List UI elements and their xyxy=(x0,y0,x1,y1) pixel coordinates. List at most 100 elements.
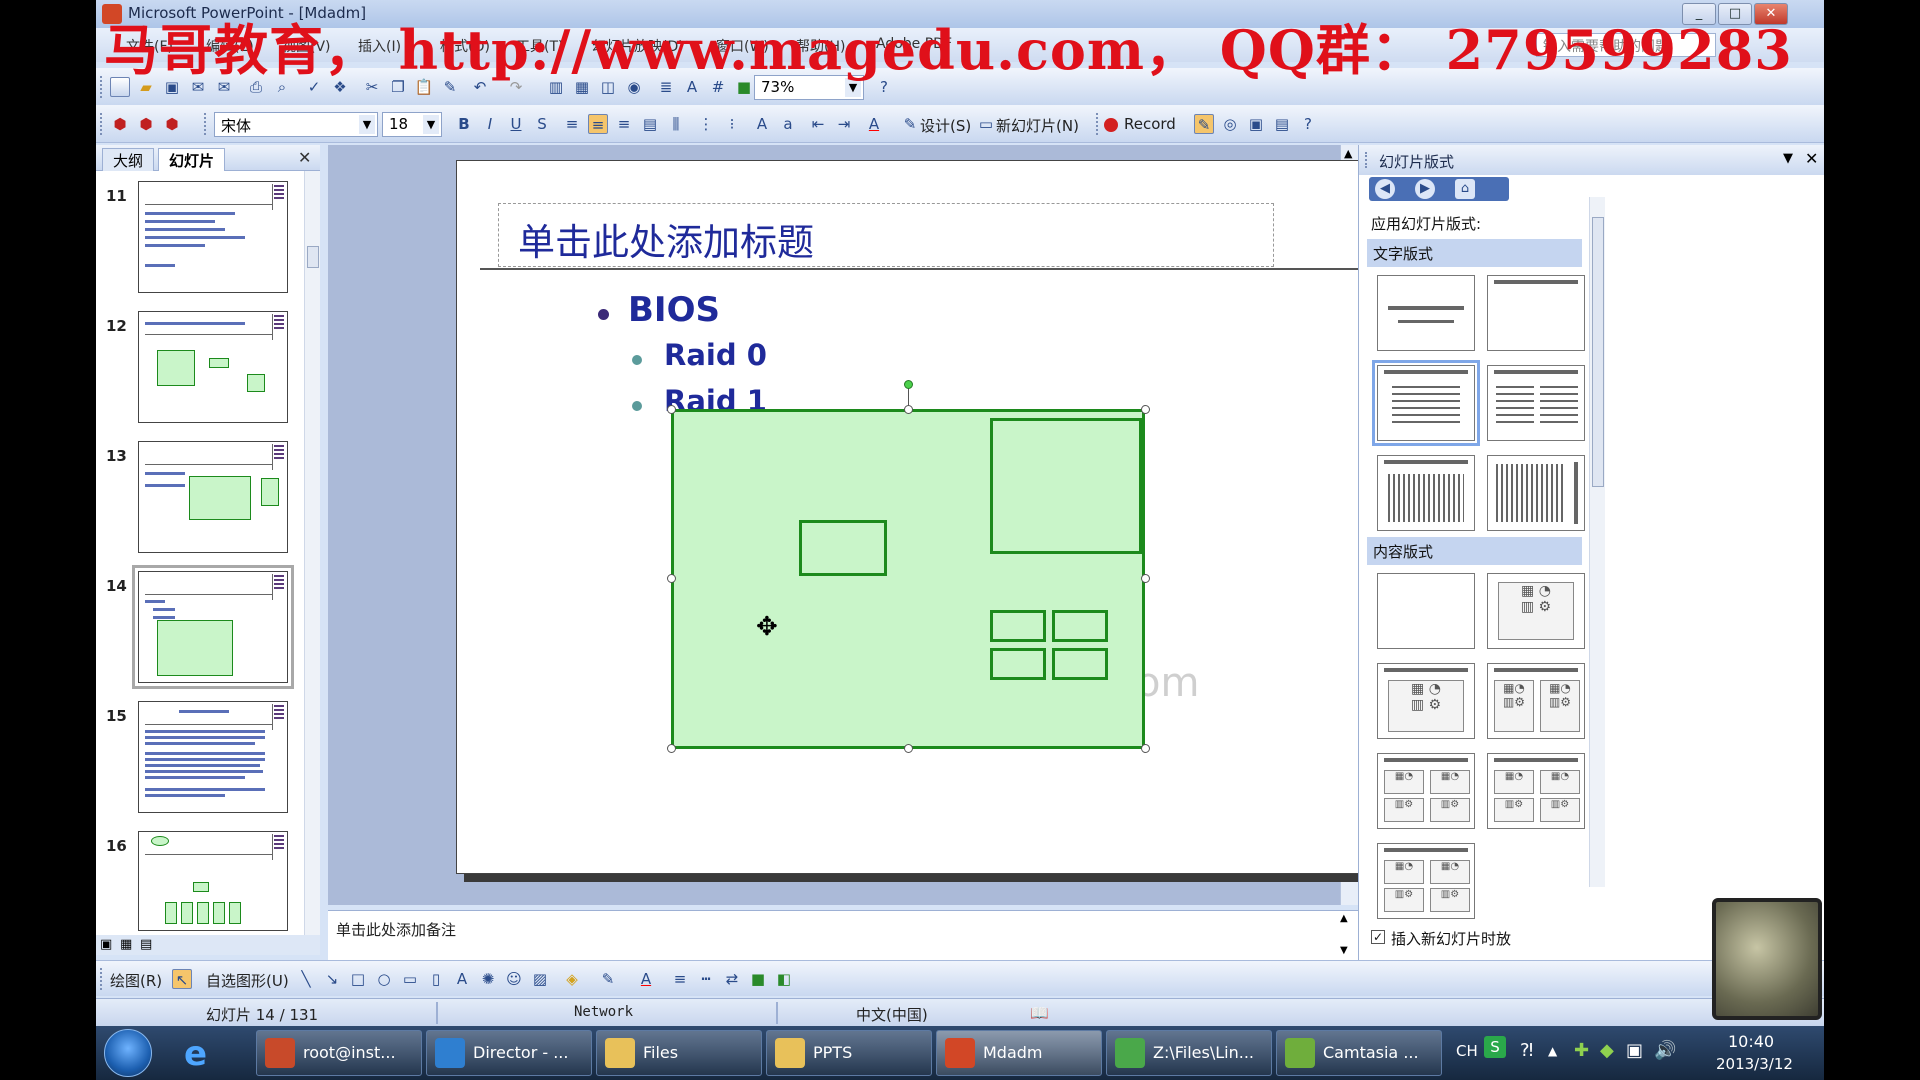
show-hidden-icons-icon[interactable]: ▲ xyxy=(1548,1044,1558,1058)
slide-thumbnail-14[interactable] xyxy=(132,565,294,689)
scrollbar-thumb[interactable] xyxy=(307,246,319,268)
slide-thumbnail-12[interactable] xyxy=(138,311,288,423)
layout-vertical-title-text[interactable] xyxy=(1487,455,1585,531)
save-icon[interactable]: ▣ xyxy=(164,78,180,96)
plus-tray-icon[interactable]: ✚ xyxy=(1574,1040,1590,1061)
slide-thumbnail-11[interactable] xyxy=(138,181,288,293)
open-icon[interactable]: ▰ xyxy=(140,78,152,96)
tab-slides[interactable]: 幻灯片 xyxy=(158,148,226,171)
help-search-input[interactable]: 键入需要帮助的问题 xyxy=(1536,33,1716,57)
taskbar-item-camtasia[interactable]: Camtasia ... xyxy=(1276,1030,1442,1076)
font-color-icon[interactable]: A xyxy=(640,970,652,988)
minimize-button[interactable]: _ xyxy=(1682,3,1716,25)
taskbar-item-director[interactable]: Director - ... xyxy=(426,1030,592,1076)
justify-icon[interactable]: ▤ xyxy=(642,115,658,133)
align-center-icon[interactable]: ≡ xyxy=(588,114,608,134)
slide-thumbnail-15[interactable] xyxy=(138,701,288,813)
layout-title-and-text[interactable] xyxy=(1372,360,1480,446)
taskbar-item-editor[interactable]: Z:\Files\Lin... xyxy=(1106,1030,1272,1076)
research-icon[interactable]: ❖ xyxy=(333,78,347,96)
redo-icon[interactable]: ↷ xyxy=(509,78,523,96)
line-icon[interactable]: ╲ xyxy=(301,970,311,988)
design-button[interactable]: 设计(S) xyxy=(920,117,972,135)
chip-slot-2[interactable] xyxy=(1052,610,1108,642)
menu-window[interactable]: 窗口(W) xyxy=(716,39,769,55)
shadow-icon[interactable]: S xyxy=(537,115,547,133)
taskbar-item-mdadm[interactable]: Mdadm xyxy=(936,1030,1102,1076)
resize-handle[interactable] xyxy=(667,405,676,414)
back-icon[interactable]: ◀ xyxy=(1375,179,1395,199)
ime-icon[interactable]: S xyxy=(1484,1036,1506,1058)
checkbox-checked-icon[interactable]: ✓ xyxy=(1371,930,1385,944)
camtasia-settings-icon[interactable]: ▤ xyxy=(1274,115,1290,133)
menu-edit[interactable]: 编辑(E) xyxy=(206,39,254,55)
resize-handle[interactable] xyxy=(904,744,913,753)
menu-tools[interactable]: 工具(T) xyxy=(516,39,564,55)
design-icon[interactable]: ✎ xyxy=(903,115,917,133)
chip-bios[interactable] xyxy=(799,520,887,576)
show-formatting-icon[interactable]: A xyxy=(686,78,698,96)
resize-handle[interactable] xyxy=(1141,744,1150,753)
cut-icon[interactable]: ✂ xyxy=(365,78,379,96)
menu-file[interactable]: 文件(F) xyxy=(126,39,173,55)
resize-handle[interactable] xyxy=(1141,574,1150,583)
taskbar-item-files[interactable]: Files xyxy=(596,1030,762,1076)
close-icon[interactable]: ✕ xyxy=(1805,149,1819,168)
slide-title[interactable]: 单击此处添加标题 xyxy=(518,221,814,264)
pdf-review-icon[interactable]: ⬢ xyxy=(165,115,179,133)
underline-icon[interactable]: U xyxy=(510,115,522,133)
font-size-select[interactable]: 18 ▼ xyxy=(382,112,442,137)
tab-outline[interactable]: 大纲 xyxy=(102,148,155,171)
resize-handle[interactable] xyxy=(667,574,676,583)
spelling-status-icon[interactable]: 📖 xyxy=(1030,1004,1049,1022)
zoom-select[interactable]: 73% ▼ xyxy=(754,75,864,100)
slideshow-icon[interactable]: ▤ xyxy=(140,937,153,952)
new-icon[interactable] xyxy=(110,77,130,97)
vertical-textbox-icon[interactable]: ▯ xyxy=(431,970,441,988)
3d-style-icon[interactable]: ◧ xyxy=(776,970,792,988)
layout-two-column-text[interactable] xyxy=(1487,365,1585,441)
rotate-handle[interactable] xyxy=(904,380,913,389)
layout-content-bottom[interactable]: ▦◔ ▦◔ ▥⚙ ▥⚙ xyxy=(1377,843,1475,919)
toolbar-grip[interactable] xyxy=(100,76,103,98)
pdf-icon[interactable]: ⬢ xyxy=(113,115,127,133)
bullet-bios[interactable]: BIOS xyxy=(628,290,720,330)
dash-style-icon[interactable]: ┅ xyxy=(701,970,711,988)
menu-view[interactable]: 视图(V) xyxy=(282,39,331,55)
increase-indent-icon[interactable]: ⇥ xyxy=(837,115,851,133)
line-style-icon[interactable]: ≡ xyxy=(673,970,687,988)
layout-title-only[interactable] xyxy=(1487,275,1585,351)
camtasia-screen-icon[interactable]: ▣ xyxy=(1248,115,1264,133)
email-icon[interactable]: ✉ xyxy=(217,78,231,96)
show-grid-icon[interactable]: # xyxy=(711,78,725,96)
new-slide-icon[interactable]: ▭ xyxy=(978,115,994,133)
scroll-up-icon[interactable]: ▲ xyxy=(1340,913,1348,924)
resize-handle[interactable] xyxy=(667,744,676,753)
chip-cpu[interactable] xyxy=(990,418,1142,554)
oval-icon[interactable]: ○ xyxy=(377,970,391,988)
spelling-icon[interactable]: ✓ xyxy=(307,78,321,96)
task-pane-scrollbar[interactable] xyxy=(1589,197,1605,887)
wordart-icon[interactable]: A xyxy=(456,970,468,988)
layout-title-slide[interactable] xyxy=(1377,275,1475,351)
insert-hyperlink-icon[interactable]: ◉ xyxy=(627,78,641,96)
camtasia-camera-icon[interactable]: ◎ xyxy=(1223,115,1237,133)
layout-content-variant[interactable]: ▦◔ ▦◔ ▥⚙ ▥⚙ xyxy=(1487,753,1585,829)
textbox-icon[interactable]: ▭ xyxy=(402,970,418,988)
sub-bullet-raid0[interactable]: Raid 0 xyxy=(664,338,767,372)
chip-slot-3[interactable] xyxy=(990,648,1046,680)
resize-handle[interactable] xyxy=(1141,405,1150,414)
select-objects-icon[interactable]: ↖ xyxy=(172,969,192,989)
camtasia-tray-icon[interactable]: ◆ xyxy=(1600,1040,1614,1061)
slide-sorter-icon[interactable]: ▦ xyxy=(120,937,133,952)
insert-chart-icon[interactable]: ▥ xyxy=(548,78,564,96)
pdf-email-icon[interactable]: ⬢ xyxy=(139,115,153,133)
slide-thumbnail-13[interactable] xyxy=(138,441,288,553)
font-select[interactable]: 宋体 ▼ xyxy=(214,112,378,137)
draw-menu-button[interactable]: 绘图(R) xyxy=(110,972,163,990)
chip-slot-4[interactable] xyxy=(1052,648,1108,680)
layout-blank[interactable] xyxy=(1377,573,1475,649)
layout-vertical-text[interactable] xyxy=(1377,455,1475,531)
autoshapes-button[interactable]: 自选图形(U) xyxy=(206,972,289,990)
color-grayscale-icon[interactable]: ■ xyxy=(736,78,752,96)
